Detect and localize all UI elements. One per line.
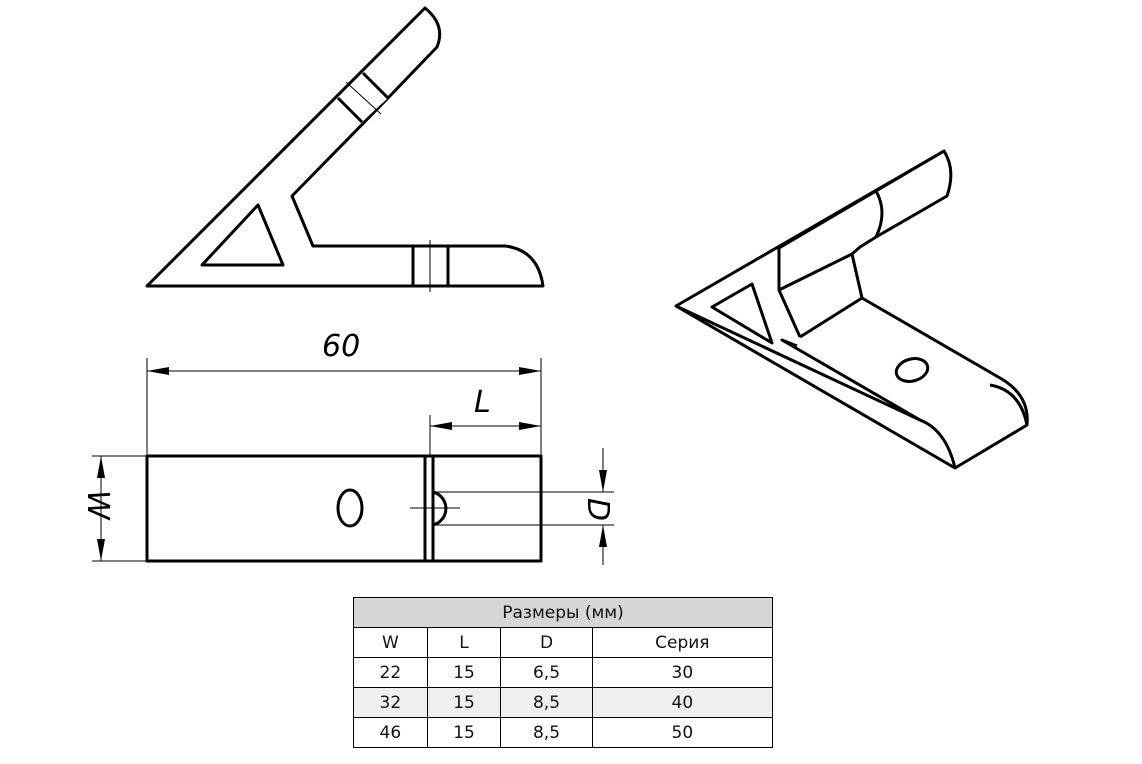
header-w: W bbox=[353, 627, 428, 658]
table-row: 46 15 8,5 50 bbox=[353, 717, 774, 748]
section-body bbox=[145, 6, 545, 288]
iso-triangle-cutout bbox=[710, 282, 774, 345]
cell: 15 bbox=[426, 687, 502, 718]
cell: 50 bbox=[591, 717, 774, 748]
dim-60-label: 60 bbox=[322, 329, 360, 364]
cell: 40 bbox=[591, 687, 774, 718]
plan-view: 60 L W D bbox=[80, 329, 615, 565]
dimensions-table: Размеры (мм) W L D Серия 22 15 6,5 30 32… bbox=[353, 597, 774, 748]
section-view bbox=[145, 6, 545, 292]
dim-d-label: D bbox=[580, 498, 615, 521]
header-d: D bbox=[500, 627, 593, 658]
cell: 46 bbox=[353, 717, 428, 748]
table-title: Размеры (мм) bbox=[353, 597, 773, 628]
cell: 15 bbox=[426, 717, 502, 748]
triangle-cutout bbox=[200, 203, 285, 267]
iso-hole bbox=[894, 357, 930, 383]
table-row: 22 15 6,5 30 bbox=[353, 657, 774, 688]
table-header-row: W L D Серия bbox=[353, 627, 774, 658]
cell: 8,5 bbox=[500, 687, 593, 718]
cell: 15 bbox=[426, 657, 502, 688]
cell: 22 bbox=[353, 657, 428, 688]
header-l: L bbox=[426, 627, 502, 658]
dim-w-label: W bbox=[80, 490, 115, 521]
cell: 8,5 bbox=[500, 717, 593, 748]
cell: 6,5 bbox=[500, 657, 593, 688]
cell: 32 bbox=[353, 687, 428, 718]
cell: 30 bbox=[591, 657, 774, 688]
hole bbox=[336, 488, 364, 528]
isometric-view bbox=[674, 149, 1029, 470]
header-series: Серия bbox=[591, 627, 774, 658]
dim-l-label: L bbox=[474, 385, 491, 420]
table-row: 32 15 8,5 40 bbox=[353, 687, 774, 718]
